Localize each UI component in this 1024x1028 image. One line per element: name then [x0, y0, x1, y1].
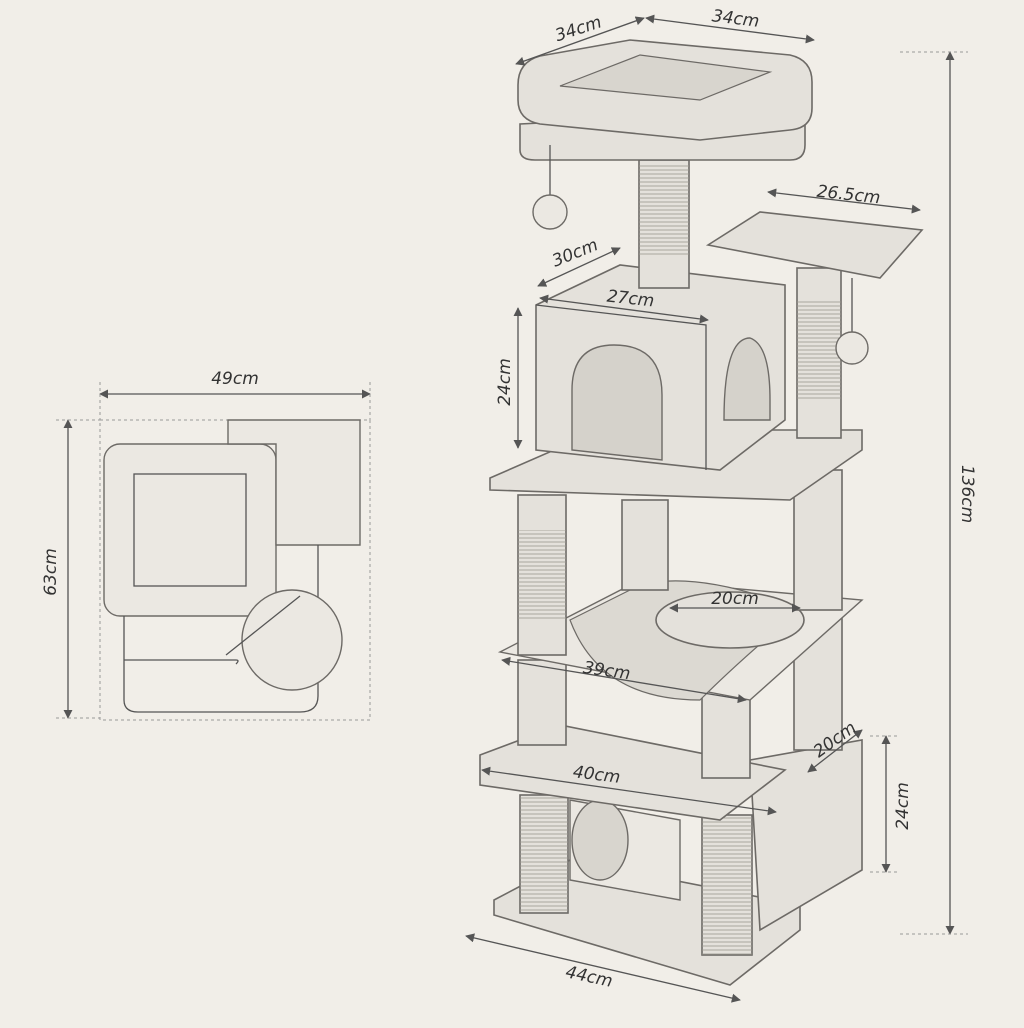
condo-entrance-side	[723, 337, 771, 421]
top-width-label: 49cm	[211, 369, 259, 389]
total-height-label: 136cm	[957, 465, 977, 523]
post-upper-back	[793, 469, 843, 611]
top-view: 49cm 63cm	[41, 369, 371, 721]
condo-height-label: 24cm	[495, 358, 515, 406]
round-platform-label: 20cm	[711, 589, 759, 609]
top-view-base-outline	[123, 545, 319, 713]
top-view-bed-inner	[133, 473, 247, 587]
condo-entrance-front	[571, 344, 663, 461]
side-platform-label: 26.5cm	[816, 182, 882, 209]
post-mid-left	[517, 659, 567, 746]
side-platform	[705, 211, 924, 279]
condo-width-label: 27cm	[606, 287, 655, 312]
top-view-base-line	[124, 659, 239, 665]
toy-ball-side	[835, 331, 869, 365]
top-depth-label: 63cm	[41, 548, 61, 596]
top-view-side-platform	[227, 419, 361, 546]
base-label: 44cm	[564, 962, 615, 991]
post-upper-center	[621, 499, 669, 591]
toy-ball-top	[532, 194, 568, 230]
top-view-bed	[103, 443, 277, 617]
cat-tree: 34cm 34cm 26.5cm 30cm 27cm 24cm 136cm 20…	[465, 6, 977, 1003]
top-view-round-platform	[241, 589, 343, 691]
box-height-label: 24cm	[893, 782, 913, 830]
condo-depth-label: 30cm	[549, 235, 601, 271]
